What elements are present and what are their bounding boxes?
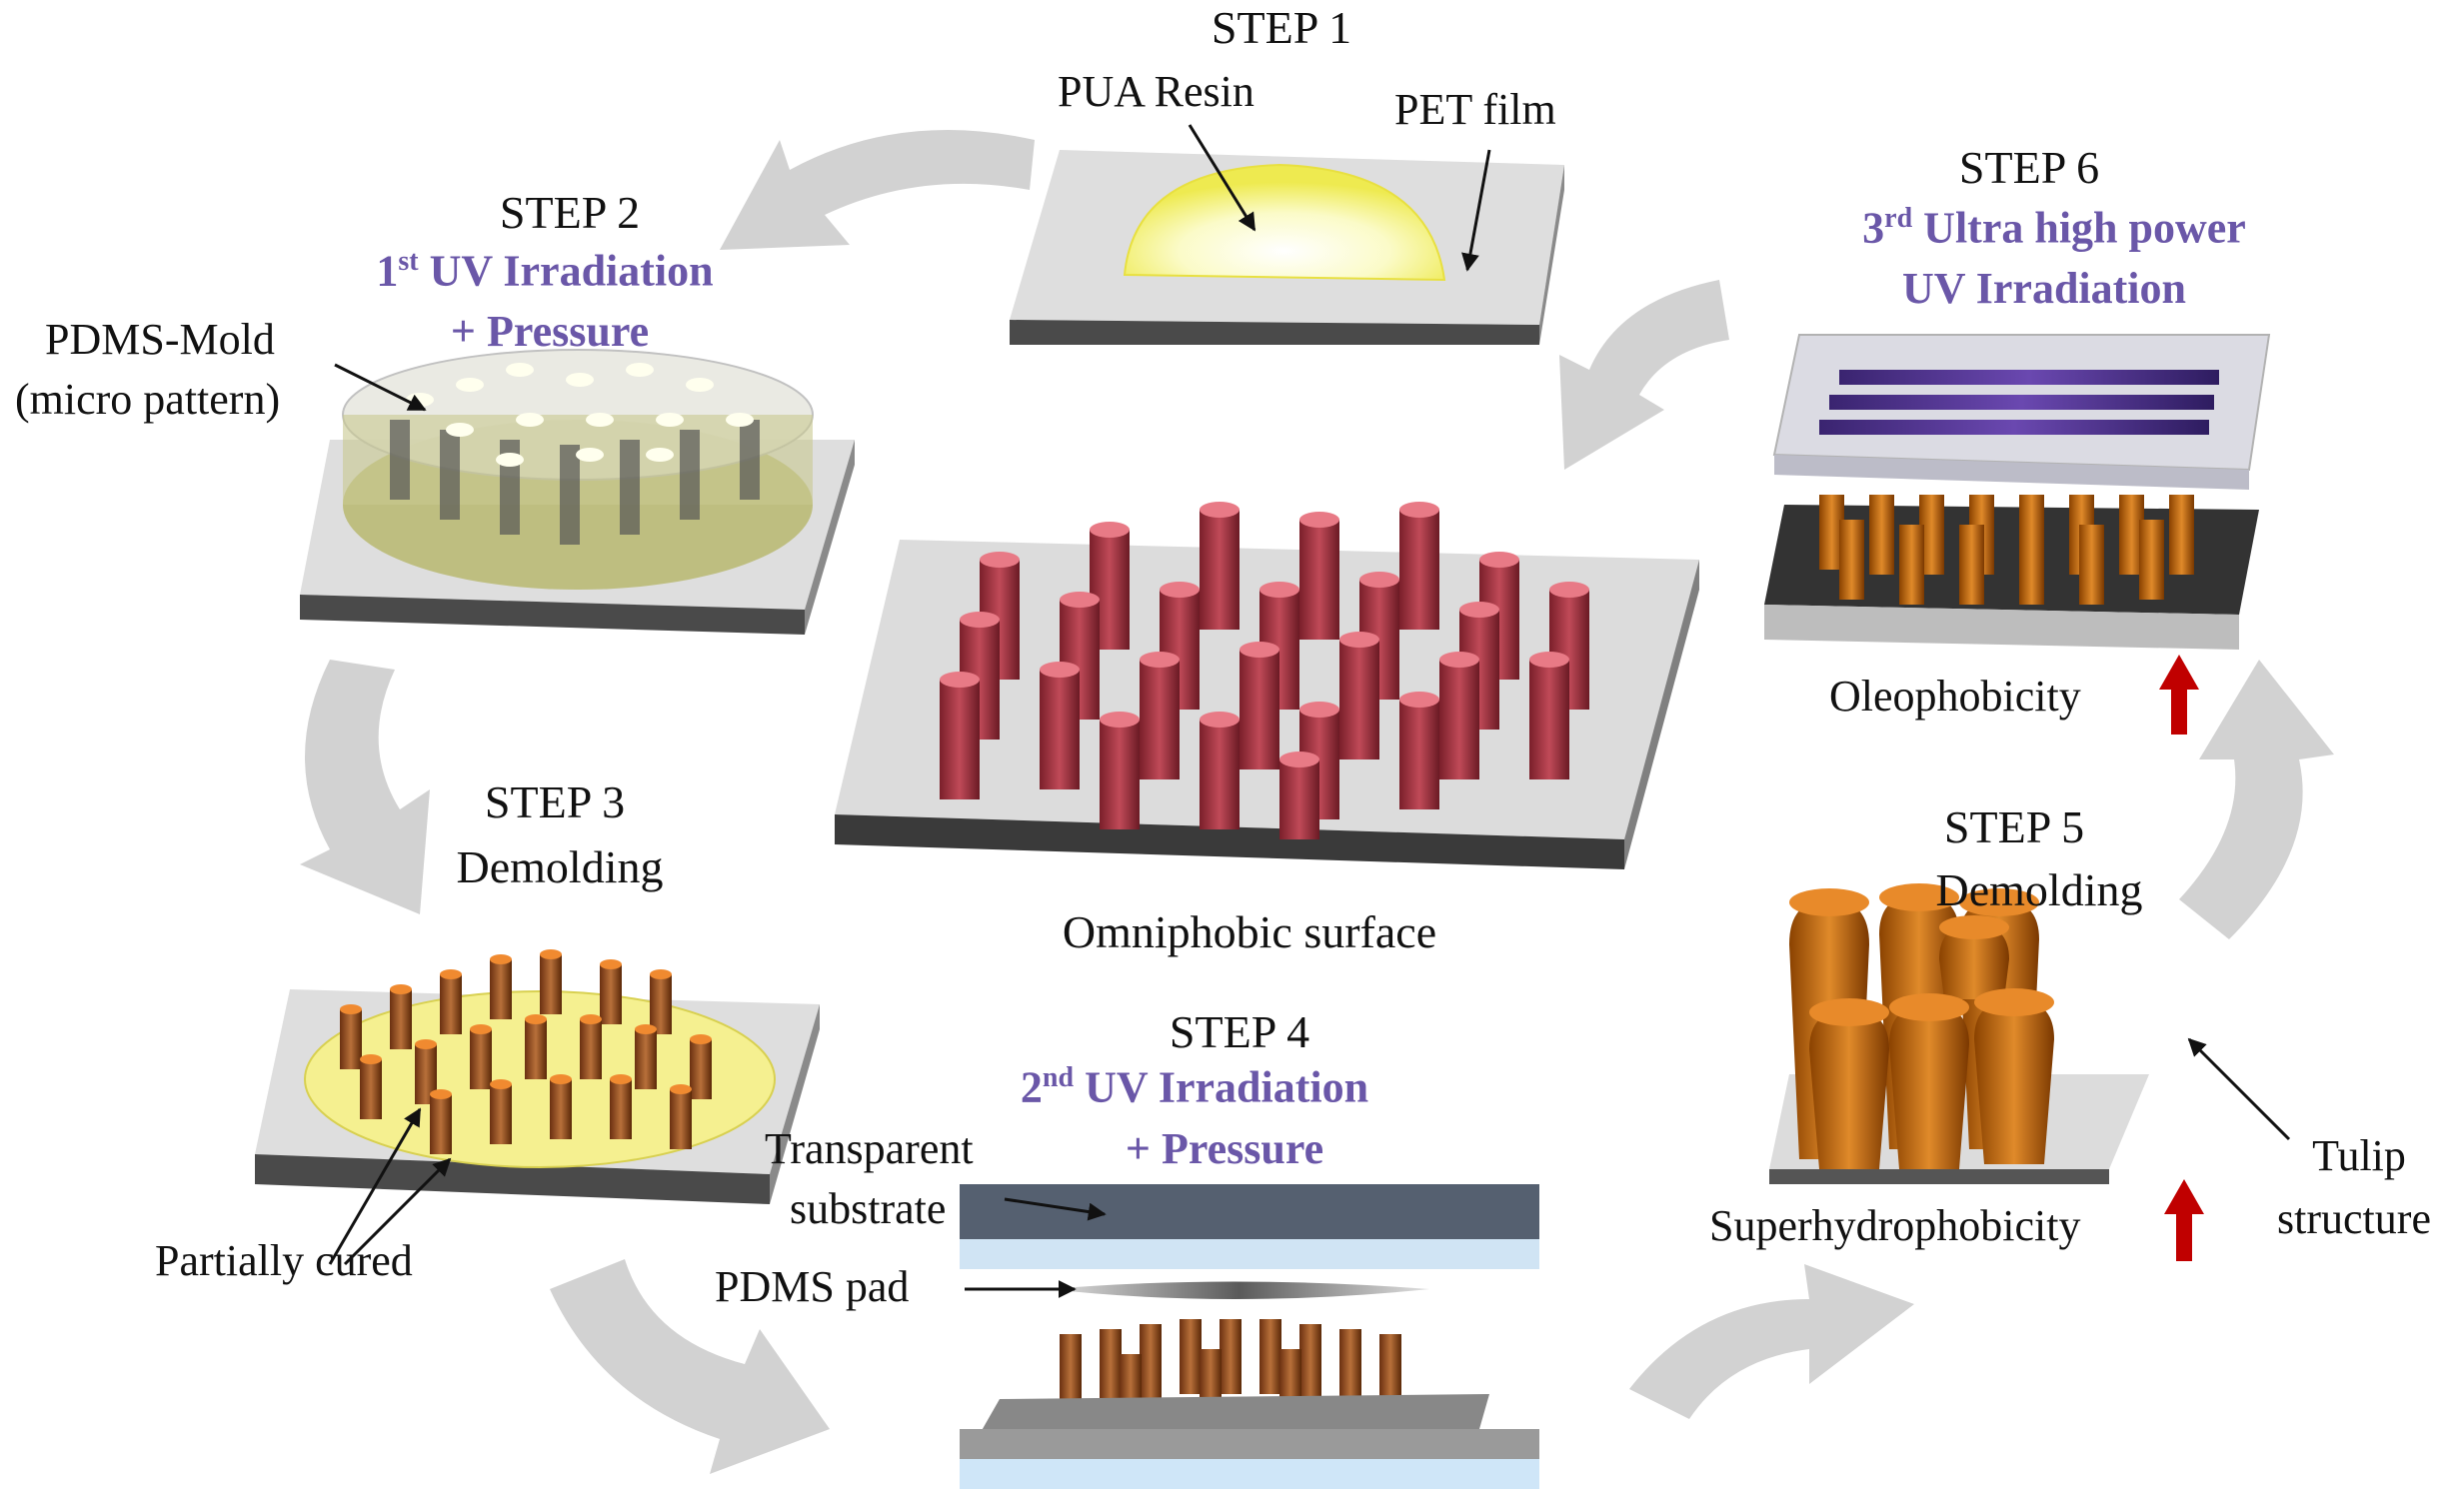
partially-cured-pillars — [340, 954, 712, 1154]
purple-pattern — [1819, 370, 2219, 435]
step4-title: STEP 4 — [1169, 1006, 1310, 1057]
tulip-label: Tulip — [2312, 1131, 2406, 1180]
up-arrow-oleophobicity — [2159, 655, 2199, 735]
oleophobicity-label: Oleophobicity — [1829, 672, 2081, 721]
transparent-label: Transparent — [765, 1124, 974, 1173]
step5-tulip-plate — [1769, 883, 2149, 1184]
arrow-step2-to-step3 — [300, 660, 430, 914]
step6-pillars — [1819, 495, 2194, 605]
cycle-arrows — [300, 130, 2334, 1474]
micro-pattern-label: (micro pattern) — [15, 375, 281, 424]
pointer-pua-resin — [1188, 124, 1256, 232]
step3-demolded-plate — [255, 949, 820, 1204]
pua-resin-drop — [1123, 163, 1446, 282]
arrow-step3-to-step4 — [550, 1259, 830, 1474]
arrow-step1-to-step2 — [720, 130, 1035, 250]
pua-resin-label: PUA Resin — [1058, 67, 1254, 116]
step1-title: STEP 1 — [1211, 2, 1352, 53]
tulip-pillars — [1789, 894, 2054, 1169]
step3-title: STEP 3 — [484, 776, 626, 827]
step5-action: Demolding — [1935, 864, 2143, 915]
pdms-pad — [1050, 1281, 1429, 1299]
pointer-transparent-substrate — [1004, 1197, 1107, 1221]
step2-mold-assembly — [300, 349, 855, 635]
step4-press-assembly — [960, 1184, 1539, 1489]
step6-title: STEP 6 — [1958, 142, 2100, 193]
up-arrow-superhydrophobicity — [2164, 1179, 2204, 1261]
pointer-tulip — [2187, 1037, 2291, 1141]
step1-pet-plate — [1010, 150, 1564, 345]
arrow-step4-to-step5 — [1629, 1264, 1914, 1419]
step2-pressure-label: + Pressure — [450, 307, 650, 356]
step2-title: STEP 2 — [499, 187, 641, 238]
step6-assembly — [1764, 334, 2271, 650]
step3-action: Demolding — [456, 841, 664, 892]
arrow-step6-to-center — [1559, 280, 1729, 470]
step4-pressure-label: + Pressure — [1125, 1124, 1324, 1173]
red-pillars — [940, 502, 1589, 839]
omniphobic-surface-caption: Omniphobic surface — [1062, 906, 1437, 957]
pointer-pet-film — [1461, 149, 1491, 272]
step6-uv-label-1: 3rd Ultra high power — [1862, 203, 2246, 253]
substrate-label: substrate — [790, 1184, 947, 1233]
transparent-substrate — [960, 1184, 1539, 1239]
structure-label: structure — [2277, 1194, 2431, 1243]
pointer-pdms-mold — [334, 363, 427, 412]
step4-pillars — [1060, 1319, 1401, 1414]
pointer-partially-cured-2 — [343, 1157, 452, 1266]
pet-film-label: PET film — [1394, 85, 1556, 134]
partially-cured-label: Partially cured — [155, 1236, 413, 1285]
step5-title: STEP 5 — [1943, 801, 2085, 852]
omniphobic-surface-plate — [835, 502, 1699, 869]
step4-uv-label: 2nd UV Irradiation — [1020, 1062, 1369, 1112]
step6-uv-label-2: UV Irradiation — [1902, 264, 2186, 313]
pdms-pad-label: PDMS pad — [715, 1262, 910, 1311]
step2-uv-label: 1st UV Irradiation — [376, 246, 714, 296]
pointer-partially-cured-1 — [328, 1107, 422, 1265]
superhydrophobicity-label: Superhydrophobicity — [1709, 1201, 2081, 1250]
arrow-step5-to-step6 — [2179, 660, 2334, 939]
pdms-mold-label: PDMS-Mold — [45, 315, 275, 364]
